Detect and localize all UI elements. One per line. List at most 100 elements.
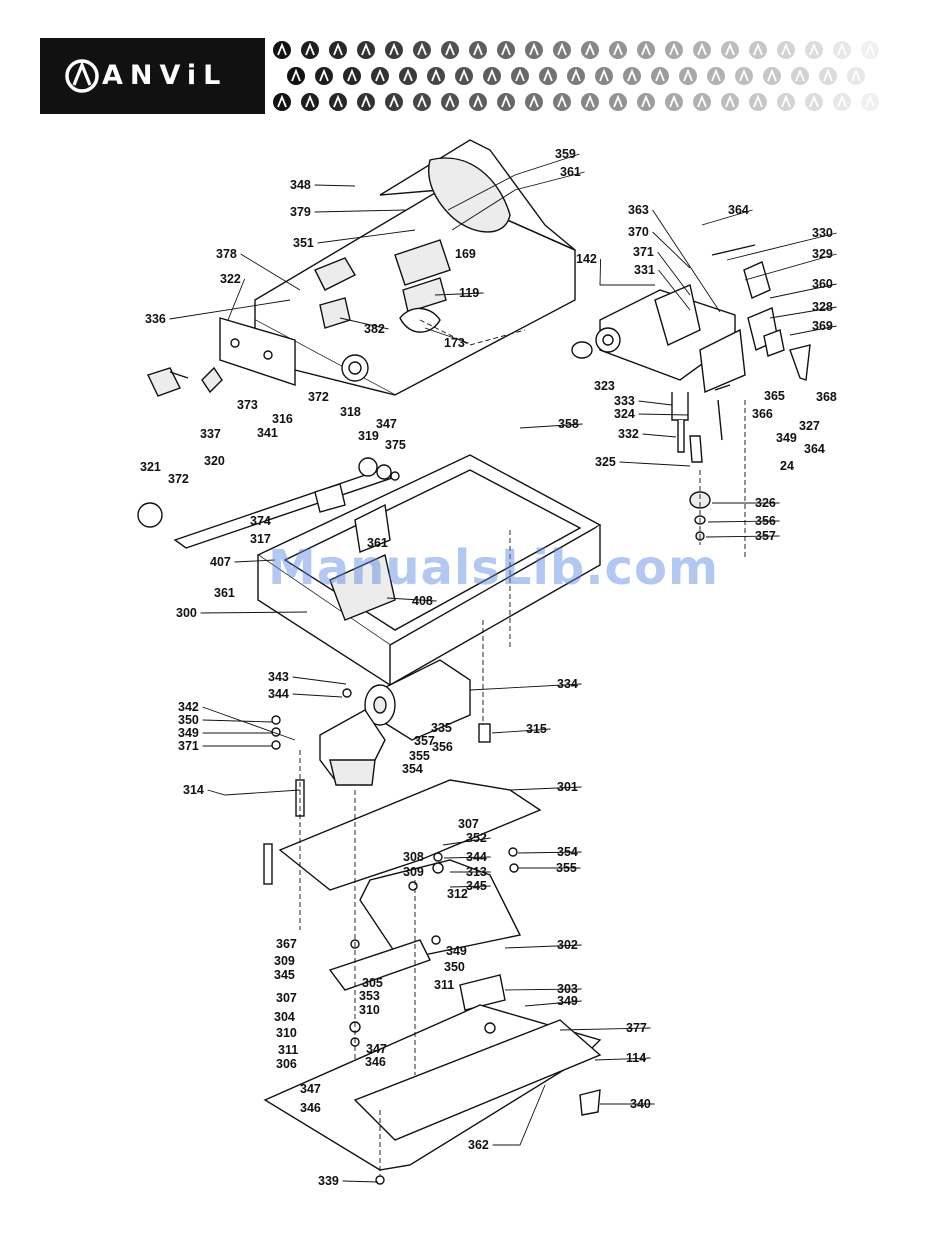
watermark: ManualsLib.com [268,540,719,596]
pattern-logo-icon [749,41,767,59]
part-callout: 324 [614,407,635,421]
pattern-logo-icon [413,93,431,111]
part-callout: 360 [812,277,833,291]
callout-leader-line [789,325,837,336]
pattern-logo-icon [791,67,809,85]
part-callout: 347 [366,1042,387,1056]
pattern-logo-icon [553,93,571,111]
part-callout: 351 [293,236,314,250]
part-callout: 343 [268,670,289,684]
part-callout: 300 [176,606,197,620]
callout-labels: 3593613483793511693783221193363821733373… [140,147,837,1188]
part-callout: 361 [214,586,235,600]
part-callout: 347 [300,1082,321,1096]
pattern-logo-icon [693,93,711,111]
part-callout: 341 [257,426,278,440]
callout-leader-line [491,728,551,734]
upper-housing [219,139,576,396]
callout-leader-line [339,317,389,330]
part-callout: 309 [403,865,424,879]
callout-leader-line [234,559,276,563]
pattern-logo-icon [385,41,403,59]
part-callout: 331 [634,263,655,277]
pattern-logo-icon [469,93,487,111]
part-callout: 315 [526,722,547,736]
part-callout: 329 [812,247,833,261]
part-callout: 114 [626,1051,646,1065]
pattern-logo-icon [469,41,487,59]
part-callout: 342 [178,700,199,714]
pattern-logo-icon [819,67,837,85]
part-callout: 407 [210,555,231,569]
part-callout: 361 [367,536,388,550]
pattern-logo-icon [357,93,375,111]
pattern-logo-icon [637,93,655,111]
part-callout: 369 [812,319,833,333]
callout-leader-line [424,327,469,344]
part-callout: 379 [290,205,311,219]
callout-leader-line [449,885,491,888]
callout-leader-line [638,400,673,406]
callout-leader-line [509,786,582,791]
pattern-logo-icon [511,67,529,85]
callout-leader-line [726,232,837,261]
part-callout: 354 [402,762,423,776]
callout-leader-line [169,299,291,320]
callout-leader-line [314,184,356,187]
part-callout: 142 [576,252,597,266]
brand-logo: ANViL [40,38,265,114]
part-callout: 337 [200,427,221,441]
part-callout: 370 [628,225,649,239]
part-callout: 322 [220,272,241,286]
assembly-guides [299,319,746,1175]
part-callout: 355 [409,749,430,763]
callout-leader-line [342,1180,379,1183]
part-callout: 365 [764,389,785,403]
pattern-logo-icon [861,93,879,111]
pattern-logo-icon [357,41,375,59]
part-callout: 366 [752,407,773,421]
part-callout: 373 [237,398,258,412]
pattern-logo-icon [497,41,515,59]
callout-leader-line [386,597,437,602]
callout-leader-line [619,461,691,467]
part-callout: 363 [628,203,649,217]
part-callout: 359 [555,147,576,161]
part-callout: 372 [168,472,189,486]
knobs [147,366,223,397]
pattern-logo-icon [441,41,459,59]
part-callout: 382 [364,322,385,336]
part-callout: 353 [359,989,380,1003]
part-callout: 349 [446,944,467,958]
callout-leader-line [292,693,343,698]
callout-leader-line [744,253,837,281]
pattern-logo-icon [721,41,739,59]
part-callout: 325 [595,455,616,469]
part-callout: 349 [557,994,578,1008]
callout-leader-line [447,153,580,211]
part-callout: 358 [558,417,579,431]
callout-leader-line [227,278,246,321]
part-callout: 346 [300,1101,321,1115]
callout-leader-line [317,229,416,244]
pattern-logo-icon [525,41,543,59]
callout-leader-line [559,1027,651,1031]
part-callout: 374 [250,514,271,528]
pattern-logo-icon [301,93,319,111]
part-callout: 330 [812,226,833,240]
part-callout: 24 [780,459,794,473]
part-callout: 334 [557,677,578,691]
part-callout: 320 [204,454,225,468]
part-callout: 346 [365,1055,386,1069]
part-callout: 375 [385,438,406,452]
callout-leader-line [451,171,585,231]
part-callout: 308 [403,850,424,864]
base-frame [256,454,602,687]
part-callout: 328 [812,300,833,314]
callout-leader-line [292,676,347,685]
callout-leader-line [652,209,721,313]
pattern-logo-icon [693,41,711,59]
part-callout: 301 [557,780,578,794]
linkage-bar [137,457,400,549]
